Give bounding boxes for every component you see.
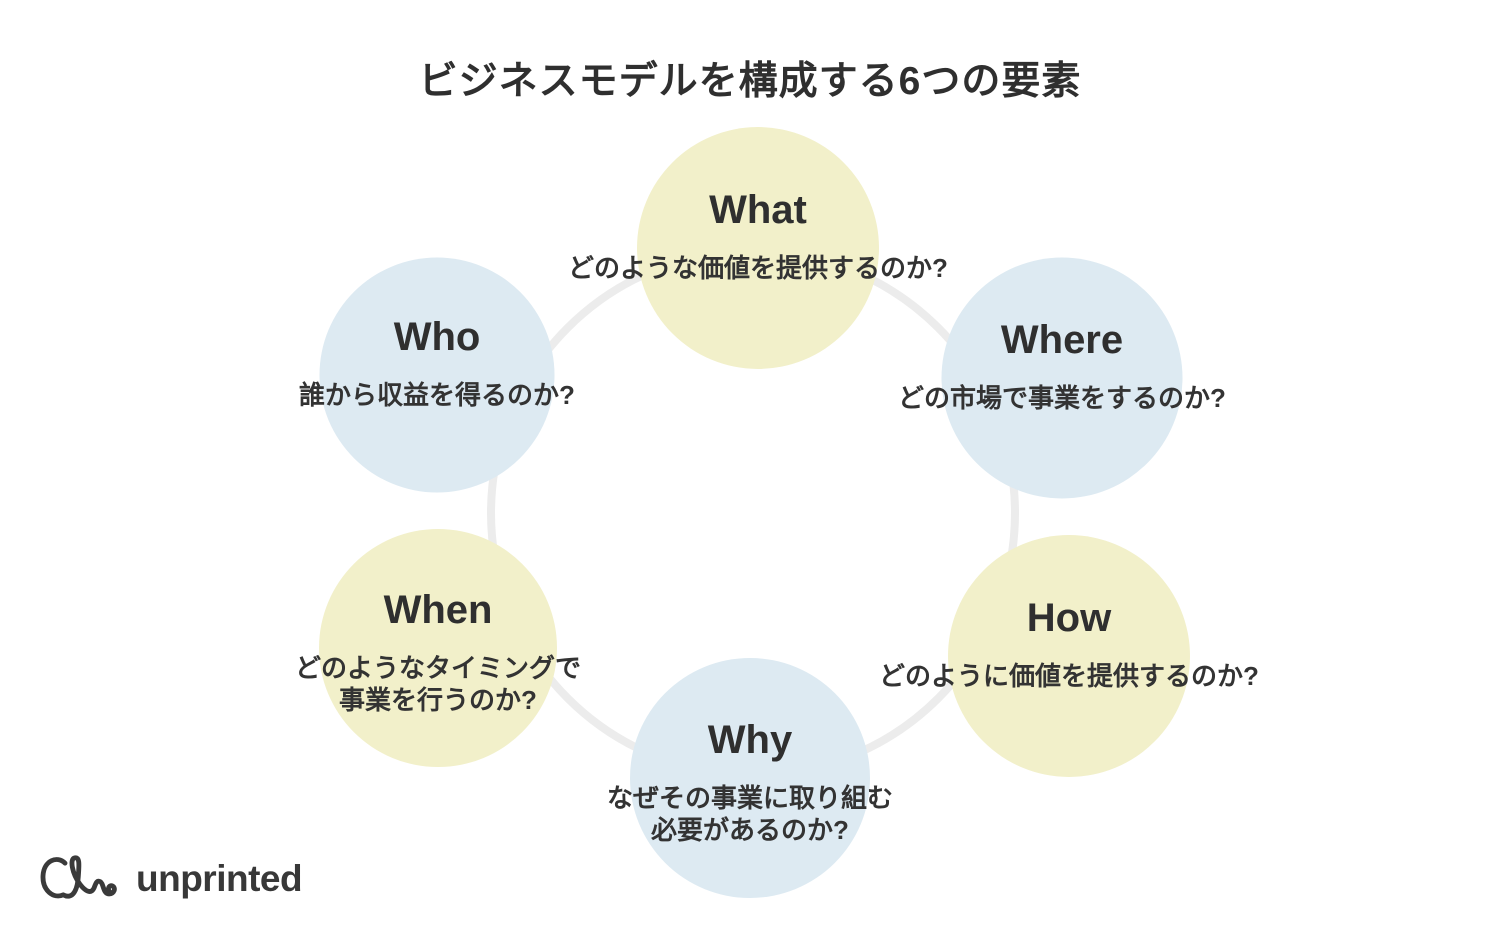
node-desc: 誰から収益を得るのか? (299, 380, 575, 410)
node-desc: どの市場で事業をするのか? (898, 383, 1226, 413)
node-label: Where (1000, 318, 1124, 362)
node-circle (319, 529, 557, 767)
node-circle (948, 535, 1190, 777)
node-label: When (383, 588, 493, 632)
node-label: What (709, 188, 807, 232)
node-desc: どのようなタイミングで事業を行うのか? (294, 653, 582, 715)
node-circle (941, 257, 1183, 499)
node-desc: どのような価値を提供するのか? (568, 253, 948, 283)
node-circle (637, 127, 879, 369)
page-title: ビジネスモデルを構成する6つの要素 (418, 60, 1082, 103)
node-desc: どのように価値を提供するのか? (879, 661, 1259, 691)
node-label: Who (393, 315, 481, 359)
node-label: How (1026, 596, 1112, 640)
unprinted-logo-mark-icon (40, 855, 117, 899)
node-circle (319, 257, 555, 493)
node-circle (630, 658, 870, 898)
node-label: Why (707, 718, 793, 762)
unprinted-logo: unprinted (36, 850, 303, 908)
node-desc: なぜその事業に取り組む必要があるのか? (606, 783, 894, 845)
unprinted-logo-text: unprinted (136, 858, 303, 899)
